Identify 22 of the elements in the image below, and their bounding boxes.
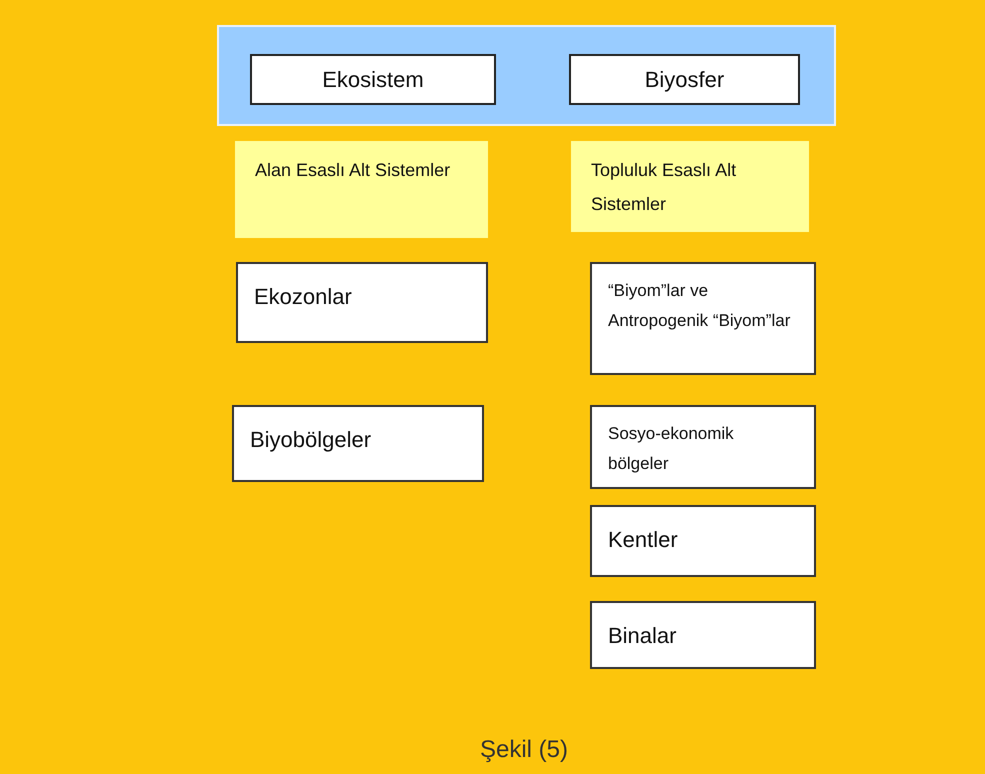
item-box [590, 405, 816, 489]
category-box [235, 141, 488, 238]
caption: Şekil (5) [478, 735, 570, 765]
header-band [217, 25, 836, 126]
node-text: Biyosfer [644, 66, 724, 94]
item-box [590, 505, 816, 577]
node-text: “Biyom”lar ve Antropogenik “Biyom”lar [608, 280, 792, 332]
node-text: Biyobölgeler [250, 426, 372, 454]
item-box [236, 262, 488, 343]
category-box [571, 141, 809, 232]
node-text: Topluluk Esaslı Alt Sistemler [591, 159, 738, 216]
item-box [232, 405, 484, 482]
node-text: Binalar [608, 622, 678, 650]
node-text: Ekozonlar [254, 283, 353, 311]
term-box [250, 54, 496, 105]
term-box [569, 54, 800, 105]
item-box [590, 601, 816, 669]
node-text: Alan Esaslı Alt Sistemler [255, 159, 452, 182]
node-text: Ekosistem [322, 66, 424, 94]
node-text: Kentler [608, 526, 679, 554]
node-text: Sosyo-ekonomik bölgeler [608, 423, 735, 475]
item-box [590, 262, 816, 375]
